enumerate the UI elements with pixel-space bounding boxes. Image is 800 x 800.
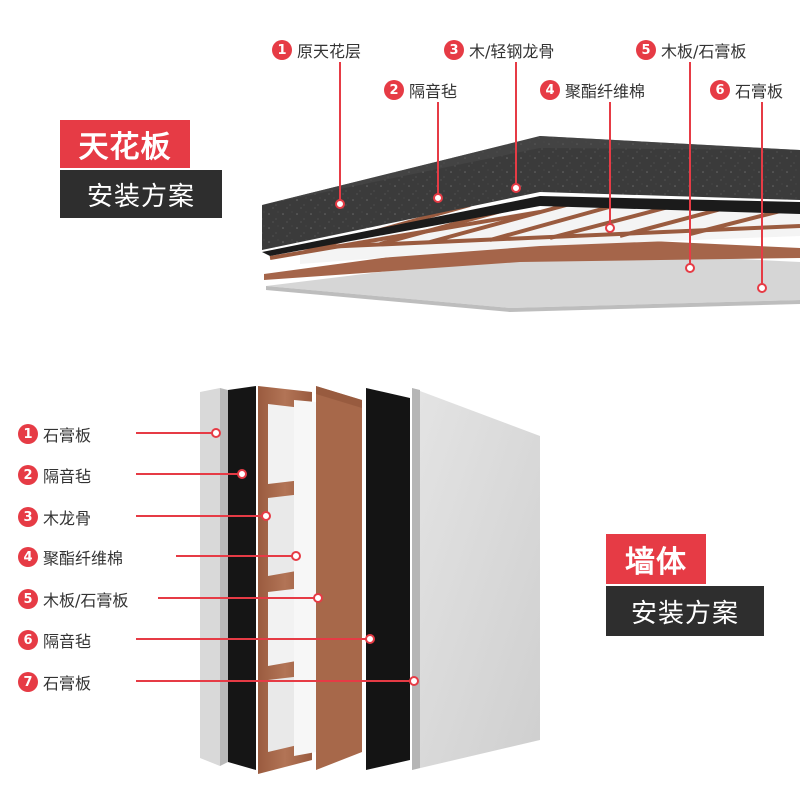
- ceiling-subtitle: 安装方案: [60, 170, 222, 218]
- wall-label-text: 石膏板: [43, 426, 92, 445]
- ceiling-label-3: 3 木/轻钢龙骨: [444, 38, 554, 62]
- wall-label-text: 木龙骨: [43, 509, 92, 528]
- wall-number-badge: 3: [18, 507, 38, 527]
- wall-polyester-fiber: [294, 400, 316, 756]
- wall-label-text: 石膏板: [43, 674, 92, 693]
- ceiling-number-badge: 3: [444, 40, 464, 60]
- ceiling-gypsum-board: [266, 250, 800, 308]
- ceiling-number-badge: 5: [636, 40, 656, 60]
- ceiling-label-text: 石膏板: [735, 82, 784, 101]
- wall-gypsum-2: [412, 388, 540, 770]
- wall-stack: [200, 386, 540, 774]
- ceiling-title: 天花板: [60, 120, 190, 168]
- wall-gypsum-1: [200, 388, 220, 766]
- wall-number-badge: 1: [18, 424, 38, 444]
- ceiling-label-text: 原天花层: [297, 42, 362, 61]
- ceiling-label-2: 2 隔音毡: [384, 78, 457, 102]
- ceiling-label-text: 隔音毡: [409, 82, 458, 101]
- wall-wood-board: [316, 386, 362, 770]
- ceiling-number-badge: 2: [384, 80, 404, 100]
- wall-number-badge: 4: [18, 547, 38, 567]
- wall-label-text: 聚酯纤维棉: [43, 549, 124, 568]
- wall-title: 墙体: [606, 534, 706, 584]
- wall-label-2: 2 隔音毡: [18, 463, 91, 487]
- ceiling-label-text: 木板/石膏板: [661, 42, 747, 61]
- wall-acoustic-felt-2: [366, 388, 410, 770]
- ceiling-leader-dots: [335, 183, 767, 293]
- ceiling-stack: [262, 136, 800, 312]
- ceiling-label-1: 1 原天花层: [272, 38, 361, 62]
- wall-label-text: 隔音毡: [43, 632, 92, 651]
- wall-acoustic-felt-1: [228, 386, 256, 770]
- ceiling-label-4: 4 聚酯纤维棉: [540, 78, 645, 102]
- wall-label-5: 5 木板/石膏板: [18, 587, 128, 611]
- wall-subtitle: 安装方案: [606, 586, 764, 636]
- ceiling-leader-lines: [339, 62, 763, 288]
- ceiling-number-badge: 4: [540, 80, 560, 100]
- wall-number-badge: 2: [18, 465, 38, 485]
- wall-label-3: 3 木龙骨: [18, 505, 91, 529]
- wall-number-badge: 7: [18, 672, 38, 692]
- ceiling-concrete-slab: [262, 136, 800, 250]
- ceiling-wood-board: [264, 236, 800, 280]
- ceiling-number-badge: 6: [710, 80, 730, 100]
- wall-label-text: 隔音毡: [43, 467, 92, 486]
- wall-number-badge: 5: [18, 589, 38, 609]
- wall-label-text: 木板/石膏板: [43, 591, 129, 610]
- wall-leader-lines: [136, 432, 414, 682]
- wall-label-7: 7 石膏板: [18, 670, 91, 694]
- wall-leader-dots: [211, 428, 419, 686]
- wall-label-6: 6 隔音毡: [18, 628, 91, 652]
- ceiling-label-text: 聚酯纤维棉: [565, 82, 646, 101]
- ceiling-number-badge: 1: [272, 40, 292, 60]
- ceiling-label-6: 6 石膏板: [710, 78, 783, 102]
- ceiling-label-text: 木/轻钢龙骨: [469, 42, 555, 61]
- wall-number-badge: 6: [18, 630, 38, 650]
- ceiling-label-5: 5 木板/石膏板: [636, 38, 746, 62]
- wall-label-1: 1 石膏板: [18, 422, 91, 446]
- wall-label-4: 4 聚酯纤维棉: [18, 545, 123, 569]
- ceiling-acoustic-felt: [262, 196, 800, 256]
